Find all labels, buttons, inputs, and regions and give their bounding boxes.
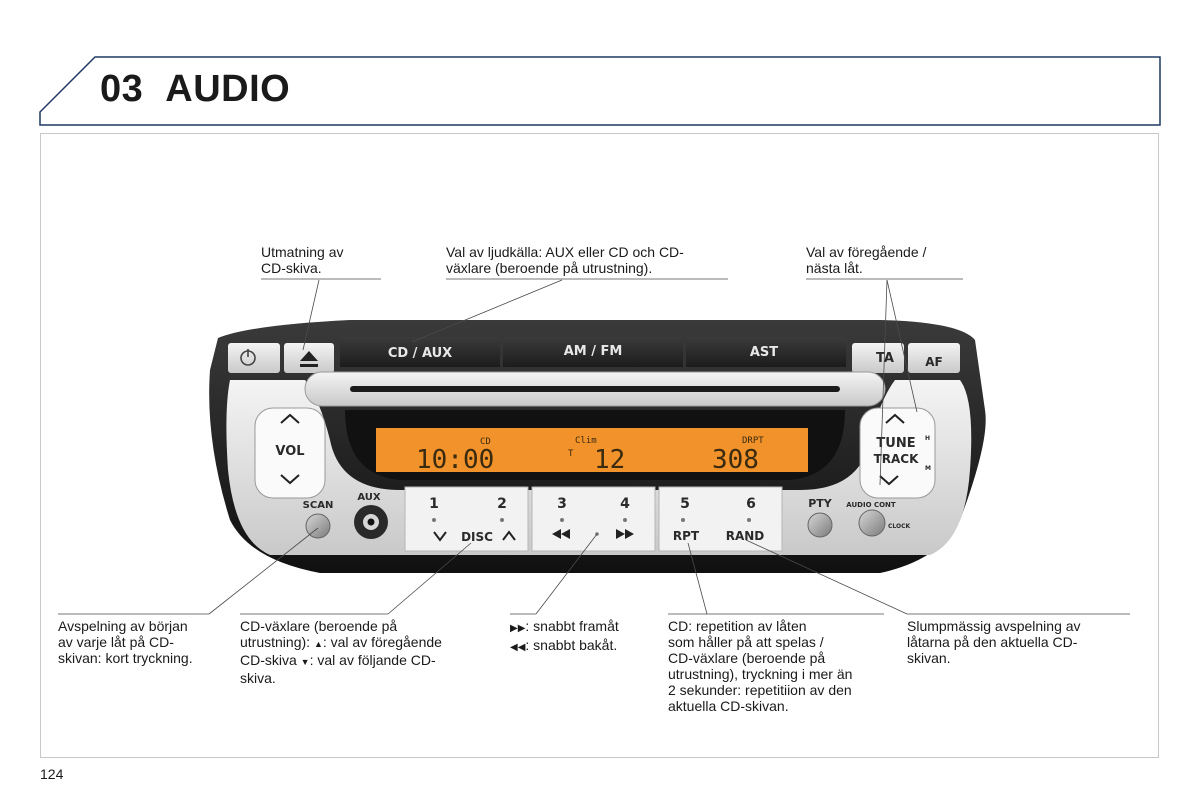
ta-label: TA [876, 351, 894, 366]
scan-label: SCAN [303, 500, 334, 511]
rewind-icon: ◀◀ [510, 642, 526, 653]
vol-up-icon [280, 413, 300, 424]
disc-down-icon [433, 531, 447, 542]
cd-aux-label: CD / AUX [388, 346, 452, 361]
preset-1-label: 1 [429, 496, 439, 512]
preset-3-4-button[interactable] [531, 486, 656, 552]
callout-ff: : snabbt framåt [525, 618, 619, 634]
fast-forward-icon [616, 529, 634, 539]
preset-5-6-button[interactable] [658, 486, 783, 552]
tune-label: TUNE [876, 436, 915, 451]
callout-disc-part3: : val av följande CD- skiva. [240, 652, 436, 686]
display-time: 10:00 [416, 445, 494, 475]
rand-label: RAND [726, 529, 765, 543]
clock-label: CLOCK [888, 523, 911, 530]
am-fm-label: AM / FM [564, 344, 623, 359]
callout-rew: : snabbt bakåt. [525, 637, 618, 653]
cd-slot[interactable] [350, 386, 840, 392]
ast-button[interactable] [686, 337, 846, 367]
tune-track-rocker[interactable] [859, 407, 936, 499]
disc-label: DISC [461, 530, 493, 544]
disc-up-icon [502, 530, 516, 541]
vol-down-icon [280, 474, 300, 485]
display-t: T [568, 449, 574, 459]
callout-eject: Utmatning av CD-skiva. [261, 244, 344, 276]
fast-forward-icon: ▶▶ [510, 623, 526, 634]
scan-button[interactable] [305, 513, 331, 539]
cd-aux-button[interactable] [340, 337, 500, 367]
m-label: M [925, 465, 931, 472]
am-fm-button[interactable] [503, 337, 683, 367]
section-title: AUDIO [165, 68, 291, 110]
callout-disc: CD-växlare (beroende på utrustning): ▲: … [240, 618, 485, 686]
callout-source: Val av ljudkälla: AUX eller CD och CD- v… [446, 244, 684, 276]
eject-icon [300, 351, 318, 367]
af-button[interactable] [908, 343, 960, 373]
triangle-down-icon: ▼ [300, 657, 310, 667]
preset-1-2-button[interactable] [404, 486, 529, 552]
rewind-icon [552, 529, 570, 539]
audio-cont-label: AUDIO CONT [846, 501, 896, 509]
preset-2-label: 2 [497, 496, 507, 512]
display-temp: 12 [594, 445, 625, 475]
pty-label: PTY [808, 497, 833, 510]
preset-4-label: 4 [620, 496, 630, 512]
ta-button[interactable] [852, 343, 904, 373]
content-frame [40, 133, 1159, 758]
callout-disc-part2: : val av föregående CD-skiva [240, 634, 442, 668]
h-label: H [925, 435, 930, 442]
ast-label: AST [750, 345, 778, 360]
callout-disc-part1: CD-växlare (beroende på utrustning): [240, 618, 398, 650]
vol-label: VOL [275, 444, 304, 459]
power-button[interactable] [228, 343, 280, 373]
preset-6-label: 6 [746, 496, 756, 512]
section-number: 03 [100, 68, 144, 110]
rpt-label: RPT [673, 529, 700, 543]
preset-5-label: 5 [680, 496, 690, 512]
audio-cont-button[interactable] [858, 509, 886, 537]
tune-down-icon [879, 475, 899, 486]
callout-seek: ▶▶: snabbt framåt ◀◀: snabbt bakåt. [510, 618, 660, 656]
display-screen [376, 428, 808, 472]
display-cd-indicator: CD [480, 437, 491, 447]
leader-lines [58, 278, 1130, 615]
preset-3-label: 3 [557, 496, 567, 512]
triangle-up-icon: ▲ [313, 639, 323, 649]
callout-track: Val av föregående / nästa låt. [806, 244, 927, 276]
vol-rocker[interactable] [254, 407, 326, 499]
header-banner [39, 56, 1161, 126]
track-label: TRACK [874, 452, 920, 466]
af-label: AF [925, 355, 942, 369]
pty-button[interactable] [807, 512, 833, 538]
aux-label: AUX [357, 492, 381, 503]
callout-rpt: CD: repetition av låten som håller på at… [668, 618, 853, 714]
display-drpt: DRPT [742, 436, 764, 446]
callout-scan: Avspelning av början av varje låt på CD-… [58, 618, 193, 666]
page-number: 124 [40, 766, 64, 782]
page-title: 03 AUDIO [100, 68, 290, 111]
callout-rand: Slumpmässig avspelning av låtarna på den… [907, 618, 1081, 666]
display-track: 308 [712, 445, 759, 475]
tune-up-icon [885, 413, 905, 424]
display-clim: Clim [575, 436, 597, 446]
